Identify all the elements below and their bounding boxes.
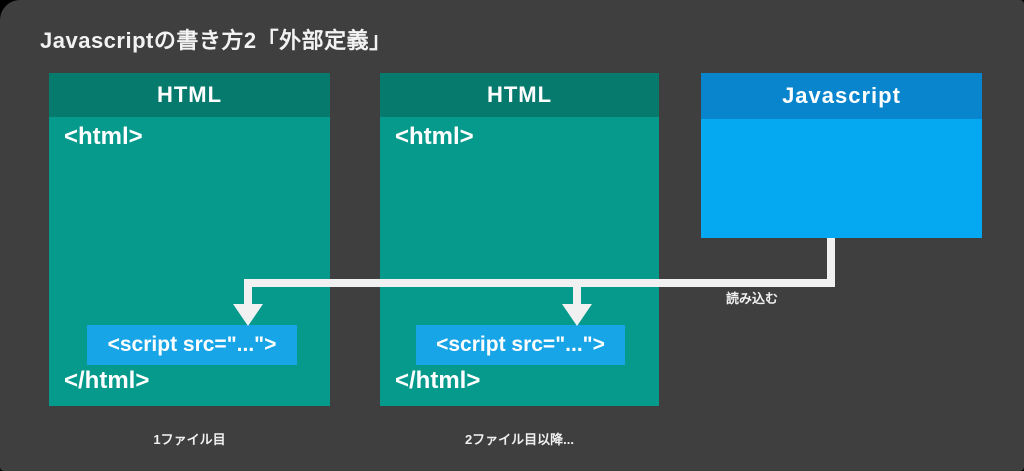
connector-horizontal bbox=[244, 279, 835, 287]
html-box-1-open-tag: <html> bbox=[64, 123, 143, 150]
file-caption-1: 1ファイル目 bbox=[153, 432, 226, 447]
connector-vertical-from-javascript bbox=[827, 238, 835, 287]
javascript-box: Javascript bbox=[701, 73, 982, 238]
html-box-2-header: HTML bbox=[380, 73, 659, 117]
html-box-1: HTML <html> <script src="..."> </html> bbox=[49, 73, 330, 406]
file-caption-2: 2ファイル目以降... bbox=[464, 432, 575, 447]
javascript-box-header: Javascript bbox=[701, 73, 982, 119]
connector-label: 読み込む bbox=[726, 291, 779, 306]
html-box-2-body: <html> <script src="..."> </html> bbox=[380, 117, 659, 406]
diagram-title: Javascriptの書き方2「外部定義」 bbox=[40, 28, 392, 53]
javascript-box-body bbox=[701, 119, 982, 238]
html-box-2-script-tag: <script src="..."> bbox=[416, 325, 625, 365]
arrow-down-icon-html2 bbox=[562, 304, 592, 326]
html-box-2-open-tag: <html> bbox=[395, 123, 474, 150]
html-box-1-script-tag: <script src="..."> bbox=[87, 325, 297, 365]
html-box-2-close-tag: </html> bbox=[395, 367, 481, 394]
html-box-1-header: HTML bbox=[49, 73, 330, 117]
html-box-1-body: <html> <script src="..."> </html> bbox=[49, 117, 330, 406]
arrow-shaft-to-html1 bbox=[244, 279, 252, 305]
html-box-2: HTML <html> <script src="..."> </html> bbox=[380, 73, 659, 406]
html-box-1-close-tag: </html> bbox=[64, 367, 150, 394]
arrow-shaft-to-html2 bbox=[573, 279, 581, 305]
arrow-down-icon-html1 bbox=[233, 304, 263, 326]
